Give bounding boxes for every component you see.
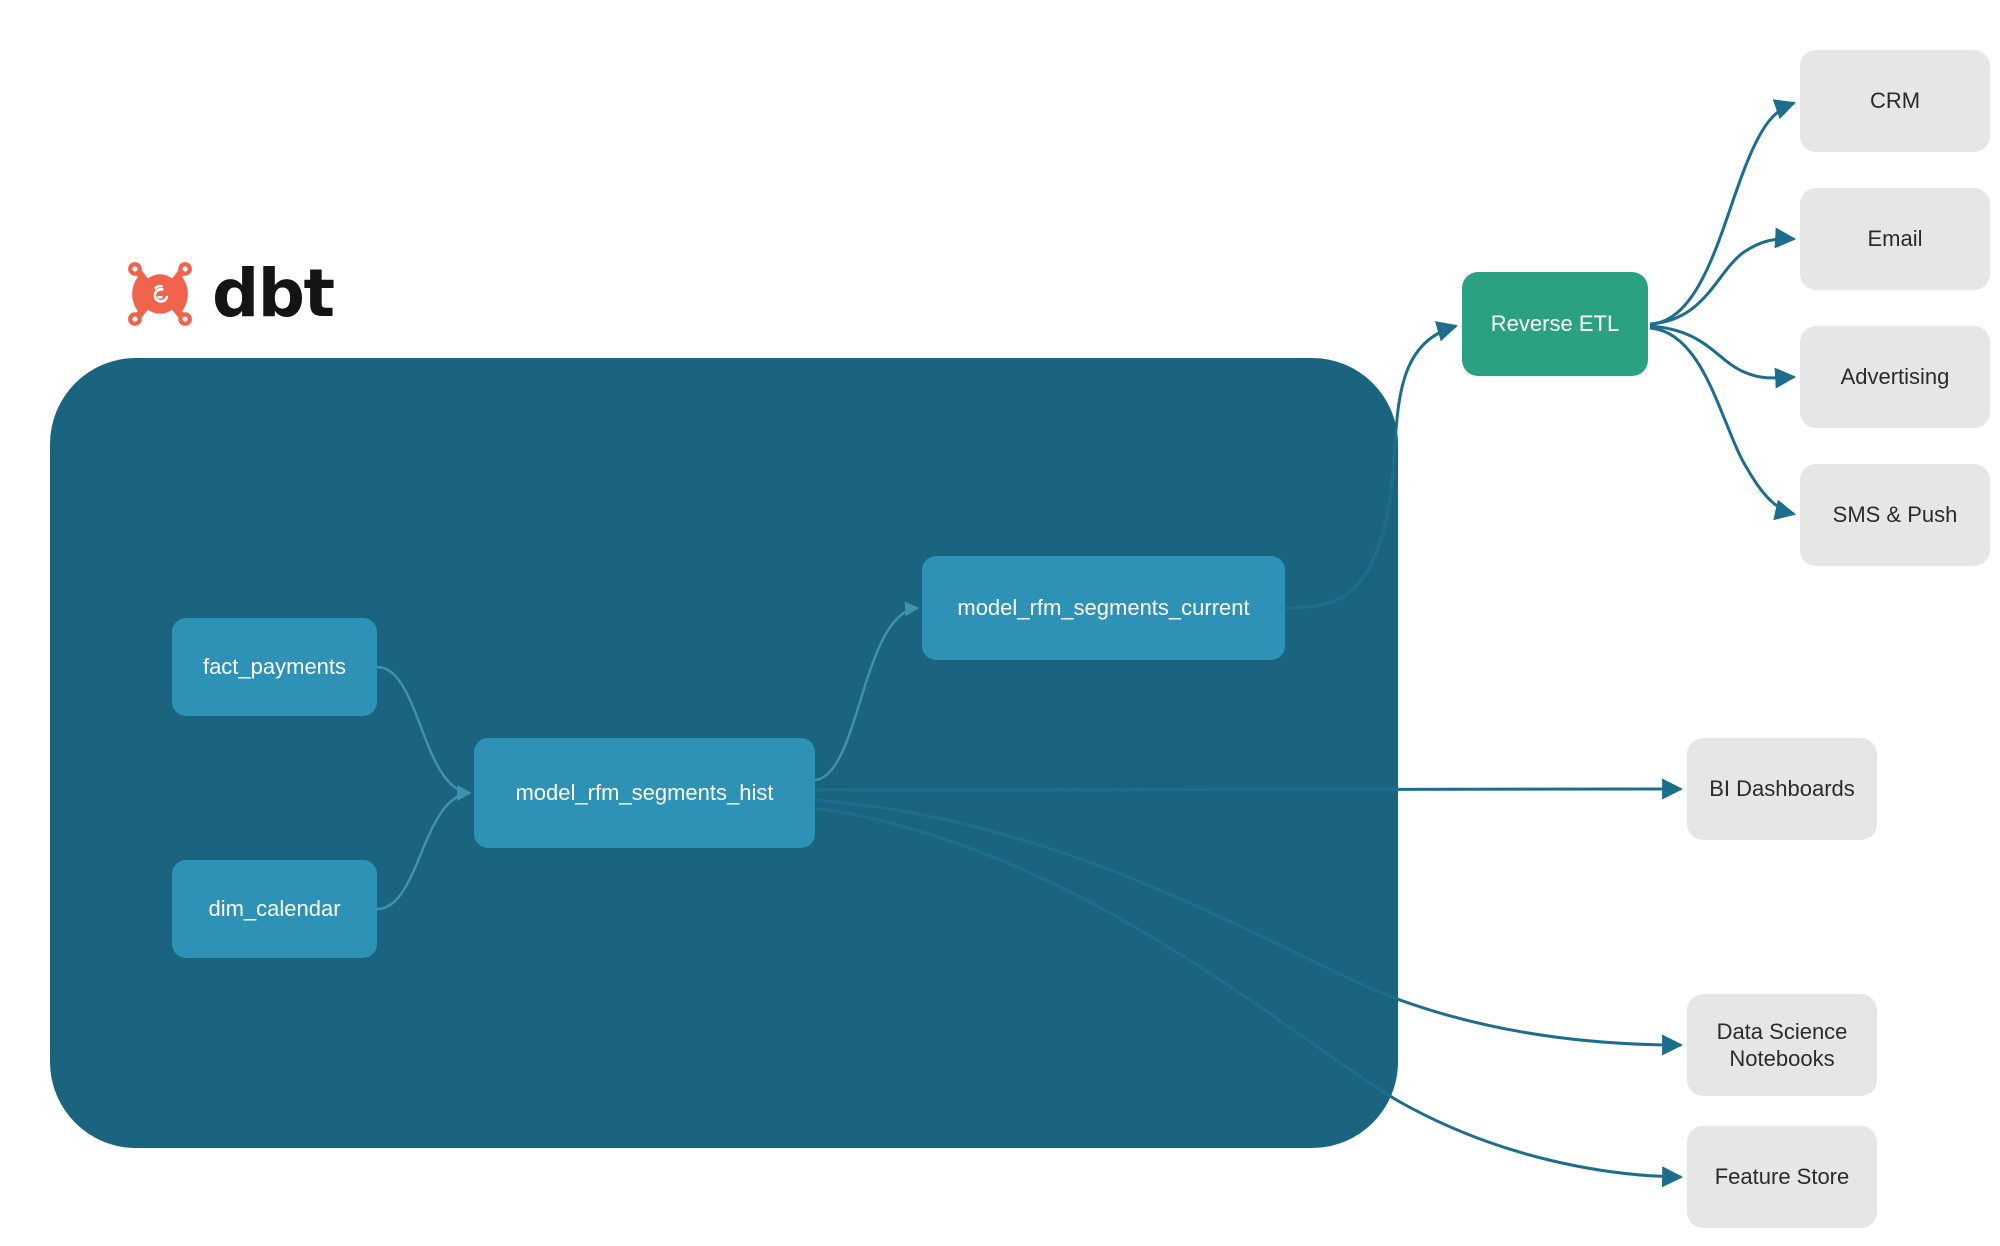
edge-rfm-hist-to-feature-store xyxy=(814,806,1684,1188)
model-node-model-rfm-segments-current[interactable]: model_rfm_segments_current xyxy=(922,556,1285,660)
edge-rfm-hist-to-rfm-current xyxy=(814,601,920,782)
dbt-wordmark: dbt xyxy=(212,255,335,332)
edge-reverse-etl-to-crm xyxy=(1649,99,1796,326)
edge-rfm-hist-to-ds-notebooks xyxy=(814,798,1684,1056)
model-node-model-rfm-segments-hist[interactable]: model_rfm_segments_hist xyxy=(474,738,815,848)
destination-node-email[interactable]: Email xyxy=(1800,188,1990,290)
edge-rfm-hist-to-bi-dashboards xyxy=(814,778,1684,800)
destination-node-feature-store[interactable]: Feature Store xyxy=(1687,1126,1877,1228)
edge-reverse-etl-to-sms-push xyxy=(1649,326,1797,521)
model-node-fact-payments[interactable]: fact_payments xyxy=(172,618,377,716)
destination-label: Advertising xyxy=(1840,364,1950,390)
model-node-label: model_rfm_segments_hist xyxy=(515,780,774,805)
edge-reverse-etl-to-email xyxy=(1649,227,1797,326)
destination-label: SMS & Push xyxy=(1832,502,1958,528)
edge-dim-calendar-to-rfm-hist xyxy=(376,786,472,911)
reverse-etl-node[interactable]: Reverse ETL xyxy=(1462,272,1648,376)
model-node-dim-calendar[interactable]: dim_calendar xyxy=(172,860,377,958)
model-node-label: fact_payments xyxy=(202,654,347,679)
destination-label: BI Dashboards xyxy=(1709,776,1855,802)
destination-node-advertising[interactable]: Advertising xyxy=(1800,326,1990,428)
model-node-label: model_rfm_segments_current xyxy=(957,595,1250,620)
destination-label: Feature Store xyxy=(1714,1164,1850,1190)
model-node-label: dim_calendar xyxy=(208,896,341,921)
destination-label: CRM xyxy=(1869,88,1921,114)
destination-node-sms-push[interactable]: SMS & Push xyxy=(1800,464,1990,566)
dbt-logo: dbt xyxy=(122,255,335,332)
edge-rfm-current-to-reverse-etl xyxy=(1284,321,1459,610)
edge-reverse-etl-to-advertising xyxy=(1649,324,1797,389)
destination-node-crm[interactable]: CRM xyxy=(1800,50,1990,152)
edge-fact-payments-to-rfm-hist xyxy=(376,665,472,800)
destination-node-bi-dashboards[interactable]: BI Dashboards xyxy=(1687,738,1877,840)
destination-label: Email xyxy=(1867,226,1923,252)
dbt-logo-icon xyxy=(128,262,192,326)
reverse-etl-label: Reverse ETL xyxy=(1490,311,1620,336)
